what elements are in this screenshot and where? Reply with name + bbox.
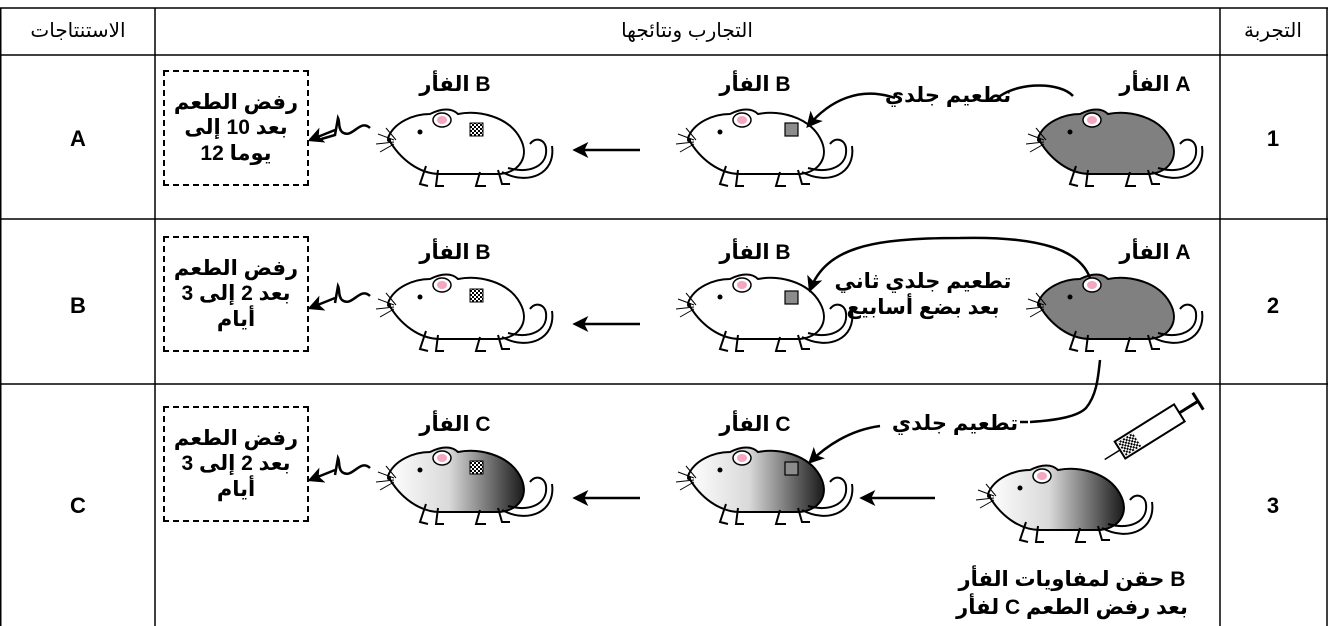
row1-number: 1 xyxy=(1266,126,1280,151)
header-experiments-results: التجارب ونتائجها xyxy=(621,20,753,42)
squiggle-icon xyxy=(317,114,371,142)
graft-patch-icon xyxy=(784,290,799,305)
syringe-icon xyxy=(1104,391,1205,461)
rejected-graft-icon xyxy=(469,288,484,303)
result-line: أيام xyxy=(216,477,256,501)
row3-conclusion: C xyxy=(70,493,86,518)
result-line: أيام xyxy=(216,307,256,331)
row1-result-box: رفض الطعم بعد 10 إلى 12 يوما xyxy=(163,70,309,186)
row2-donor-label: الفأر A xyxy=(1119,241,1191,264)
arrow-icon xyxy=(807,236,1092,293)
row3-injection-line: حقن لمفاويات الفأر B xyxy=(958,568,1186,591)
row1-graphics xyxy=(307,84,1204,187)
row2-result-mouse-label: الفأر B xyxy=(419,241,491,264)
mouse-icon xyxy=(975,464,1154,543)
mouse-icon xyxy=(375,273,554,352)
mouse-icon xyxy=(1025,108,1204,187)
row3-injection-line: لفأر C بعد رفض الطعم xyxy=(956,596,1188,619)
rejected-graft-icon xyxy=(469,460,484,475)
row2-graphics xyxy=(307,236,1204,424)
arrow-icon xyxy=(808,424,881,464)
mouse-icon xyxy=(675,446,854,525)
header-conclusions: الاستنتاجات xyxy=(30,20,126,42)
row2-conclusion: B xyxy=(70,293,86,318)
row1-recipient-label: الفأر B xyxy=(719,73,791,96)
row2-graft-line: بعد بضع أسابيع xyxy=(846,296,1000,319)
row2-number: 2 xyxy=(1266,293,1280,318)
arrow-icon xyxy=(806,92,896,129)
mouse-icon xyxy=(675,108,854,187)
graft-patch-icon xyxy=(784,122,799,137)
row3-recipient-label: الفأر C xyxy=(719,413,791,436)
squiggle-icon xyxy=(333,454,371,476)
result-line: بعد 2 إلى 3 xyxy=(181,282,291,306)
row1-result-mouse-label: الفأر B xyxy=(419,73,491,96)
arrow-icon xyxy=(1029,359,1102,424)
result-line: رفض الطعم xyxy=(173,426,299,450)
header-experiment: التجربة xyxy=(1244,20,1302,42)
mouse-icon xyxy=(1025,273,1204,352)
row1-conclusion: A xyxy=(70,126,86,151)
result-line: بعد 2 إلى 3 xyxy=(181,452,291,476)
row2-graft-line: تطعيم جلدي ثاني xyxy=(834,270,1012,293)
result-line: بعد 10 إلى xyxy=(184,116,288,140)
row1-graft-label: تطعيم جلدي xyxy=(884,84,1012,107)
row1-donor-label: الفأر A xyxy=(1119,73,1191,96)
mouse-icon xyxy=(675,273,854,352)
squiggle-icon xyxy=(333,282,371,304)
graft-patch-icon xyxy=(784,461,799,476)
mouse-icon xyxy=(375,446,554,525)
row3-graphics xyxy=(307,391,1205,543)
result-line: 12 يوما xyxy=(200,141,272,165)
row3-graft-label: تطعيم جلدي xyxy=(891,412,1019,435)
result-line: رفض الطعم xyxy=(173,256,299,280)
row3-number: 3 xyxy=(1266,493,1280,518)
row2-result-box: رفض الطعم بعد 2 إلى 3 أيام xyxy=(163,236,309,352)
arrow-icon xyxy=(999,84,1074,98)
rejected-graft-icon xyxy=(469,122,484,137)
result-line: رفض الطعم xyxy=(173,90,299,114)
row3-result-box: رفض الطعم بعد 2 إلى 3 أيام xyxy=(163,406,309,522)
row3-result-mouse-label: الفأر C xyxy=(419,413,491,436)
mouse-icon xyxy=(375,108,554,187)
row2-recipient-label: الفأر B xyxy=(719,241,791,264)
table-grid xyxy=(0,7,1328,626)
